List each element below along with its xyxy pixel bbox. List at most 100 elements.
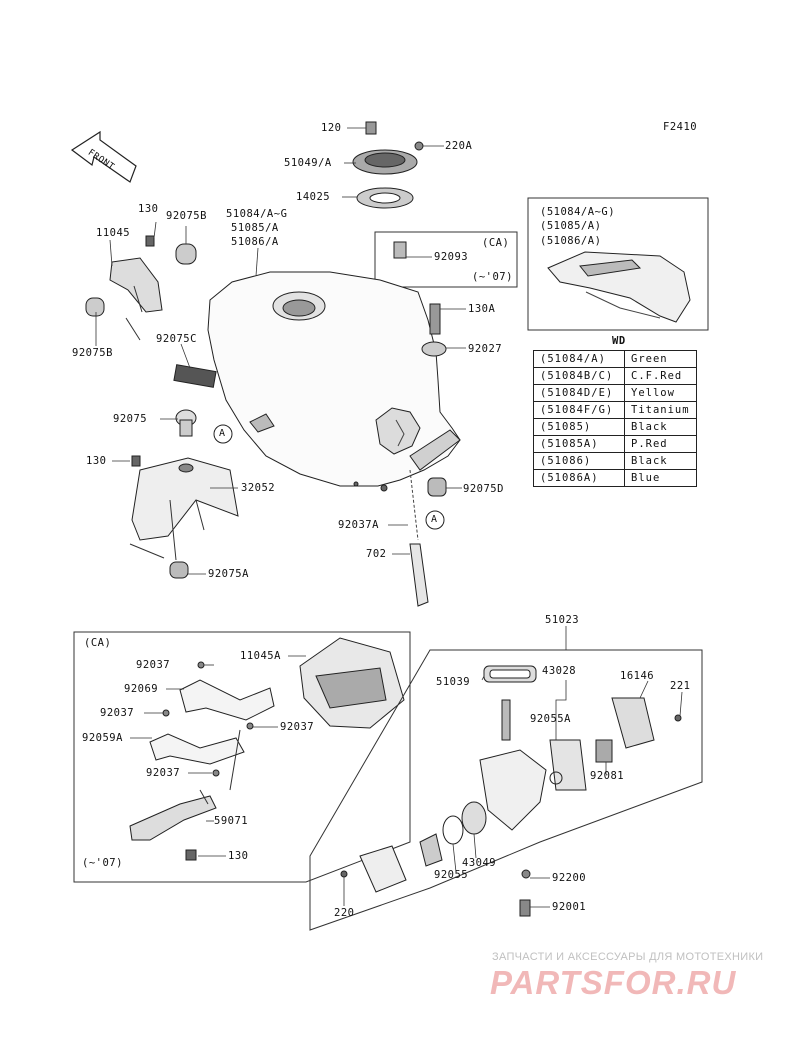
part-label: 120 <box>321 122 342 134</box>
part-label: 92075C <box>156 333 197 345</box>
inset-line: (51085/A) <box>540 220 602 232</box>
ref-a-left: A <box>219 428 226 439</box>
bracket-32052-drawing <box>129 409 239 579</box>
inset-frame <box>527 197 709 331</box>
part-label: 130 <box>86 455 107 467</box>
part-label: 59071 <box>214 815 249 827</box>
hose-and-bolts-drawing <box>409 303 447 607</box>
part-label: 220 <box>334 907 355 919</box>
part-label: 92001 <box>552 901 587 913</box>
ca-panel-note: (~'07) <box>82 857 123 869</box>
part-label: 16146 <box>620 670 655 682</box>
color-table: (51084/A)Green (51084B/C)C.F.Red (51084D… <box>533 350 697 487</box>
table-row: (51084/A)Green <box>533 350 697 368</box>
ref-a-right: A <box>431 514 438 525</box>
ca-box-frame <box>374 231 518 288</box>
inset-line: (51084/A~G) <box>540 206 616 218</box>
ca-box-note: (~'07) <box>472 271 513 283</box>
part-label: 92055 <box>434 869 469 881</box>
part-label: 51084/A~G <box>226 208 288 220</box>
part-label: 92055A <box>530 713 571 725</box>
table-cell-part: (51084/A) <box>533 350 625 368</box>
part-label: 14025 <box>296 191 331 203</box>
part-label: 92037 <box>280 721 315 733</box>
part-label: 220A <box>445 140 473 152</box>
ca-box-tag: (CA) <box>482 237 510 249</box>
table-cell-color: Black <box>624 418 697 436</box>
part-label: 92093 <box>434 251 469 263</box>
ca-panel-tag: (CA) <box>84 637 112 649</box>
part-label: 92059A <box>82 732 123 744</box>
pad-92075c-drawing <box>173 364 217 388</box>
bracket-11045-drawing <box>85 235 197 341</box>
fuel-cock-parts-drawing <box>340 665 682 917</box>
part-label: 92037A <box>338 519 379 531</box>
part-label: 51039 <box>436 676 471 688</box>
table-cell-part: (51084D/E) <box>533 384 625 402</box>
fuel-cap-drawing <box>352 121 424 259</box>
table-cell-part: (51085A) <box>533 435 625 453</box>
table-row: (51084F/G)Titanium <box>533 401 697 419</box>
table-cell-color: Blue <box>624 469 697 487</box>
part-label: 51049/A <box>284 157 332 169</box>
part-label: 32052 <box>241 482 276 494</box>
part-label: 92075 <box>113 413 148 425</box>
table-cell-color: P.Red <box>624 435 697 453</box>
table-cell-color: Titanium <box>624 401 697 419</box>
part-label: 51085/A <box>231 222 279 234</box>
leader-lines <box>95 127 683 908</box>
table-row: (51085)Black <box>533 418 697 436</box>
part-label: 92037 <box>146 767 181 779</box>
part-label: 130 <box>138 203 159 215</box>
part-label: 92037 <box>136 659 171 671</box>
part-label: 51023 <box>545 614 580 626</box>
table-row: (51086A)Blue <box>533 469 697 487</box>
watermark-tagline: ЗАПЧАСТИ И АКСЕССУАРЫ ДЛЯ МОТОТЕХНИКИ <box>492 951 764 963</box>
table-cell-color: Black <box>624 452 697 470</box>
part-label: 11045 <box>96 227 131 239</box>
watermark-logo: PARTSFOR.RU <box>490 964 737 1001</box>
ref-a-circle-left <box>213 424 233 444</box>
part-label: 92037 <box>100 707 135 719</box>
part-label: 92075D <box>463 483 504 495</box>
part-label: 11045A <box>240 650 281 662</box>
part-label: 221 <box>670 680 691 692</box>
inset-line: (51086/A) <box>540 235 602 247</box>
part-label: 43028 <box>542 665 577 677</box>
part-label: 702 <box>366 548 387 560</box>
part-label: 92075B <box>72 347 113 359</box>
table-cell-part: (51084F/G) <box>533 401 625 419</box>
part-label: 92069 <box>124 683 159 695</box>
ca-panel-frame <box>73 631 411 883</box>
table-row: (51084D/E)Yellow <box>533 384 697 402</box>
front-arrow-icon <box>70 130 137 183</box>
part-label: 92081 <box>590 770 625 782</box>
part-label: 92075B <box>166 210 207 222</box>
ca-panel-parts-drawing <box>129 637 405 861</box>
table-cell-part: (51085) <box>533 418 625 436</box>
part-label: 92027 <box>468 343 503 355</box>
part-label: 92075A <box>208 568 249 580</box>
part-label: 51086/A <box>231 236 279 248</box>
part-label: 43049 <box>462 857 497 869</box>
fuel-tank-drawing <box>207 271 461 492</box>
inset-tank-drawing <box>547 251 691 323</box>
part-label: 130A <box>468 303 496 315</box>
table-row: (51085A)P.Red <box>533 435 697 453</box>
part-label: 92200 <box>552 872 587 884</box>
table-cell-color: C.F.Red <box>624 367 697 385</box>
table-cell-color: Yellow <box>624 384 697 402</box>
table-cell-color: Green <box>624 350 697 368</box>
figure-id: F2410 <box>663 121 698 133</box>
table-cell-part: (51084B/C) <box>533 367 625 385</box>
table-cell-part: (51086) <box>533 452 625 470</box>
table-row: (51086)Black <box>533 452 697 470</box>
table-cell-part: (51086A) <box>533 469 625 487</box>
part-label: 130 <box>228 850 249 862</box>
ref-a-circle-right <box>425 510 445 530</box>
table-row: (51084B/C)C.F.Red <box>533 367 697 385</box>
wd-label: WD <box>612 335 626 347</box>
fuel-cock-panel-frame <box>309 649 703 931</box>
